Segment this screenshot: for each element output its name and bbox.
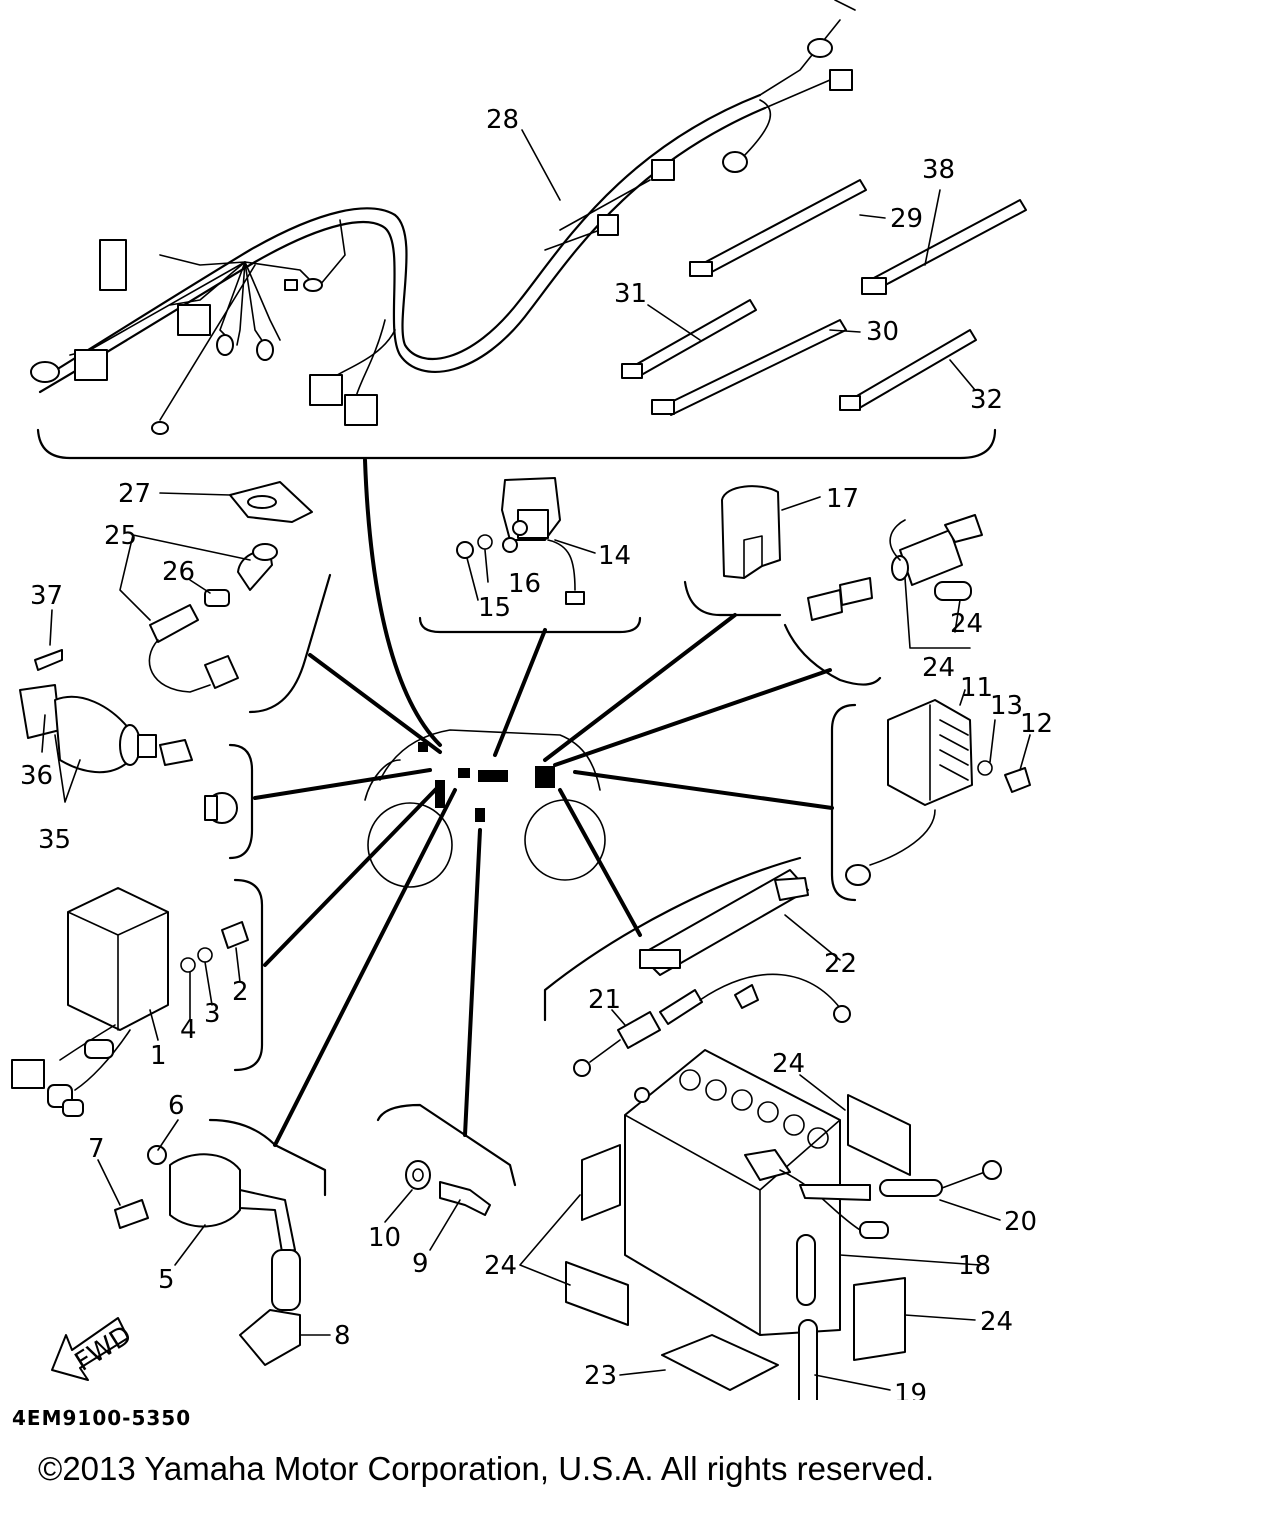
wire-harness xyxy=(30,0,856,435)
callout-37: 37 xyxy=(30,581,63,611)
callout-32: 30 xyxy=(866,317,899,347)
callout-15: 15 xyxy=(478,593,511,623)
part-fuse-lead xyxy=(573,973,851,1077)
part-rectifier-regulator xyxy=(845,699,1031,886)
callout-6: 6 xyxy=(168,1091,185,1121)
callout-14: 14 xyxy=(598,541,631,571)
part-speed-sensor-group xyxy=(148,481,313,693)
callout-30: 28 xyxy=(486,105,519,135)
fwd-arrow: FWD xyxy=(51,1317,137,1381)
callout-1: 1 xyxy=(150,1041,167,1071)
callout-20: 20 xyxy=(1004,1207,1037,1237)
callout-5: 5 xyxy=(158,1265,175,1295)
callout-12: 12 xyxy=(1020,709,1053,739)
callout-35: 35 xyxy=(38,825,71,855)
harness-bracket xyxy=(36,428,997,460)
callout-24-right: 24 xyxy=(980,1307,1013,1337)
callout-34: 32 xyxy=(970,385,1003,415)
part-relay-cover xyxy=(721,485,781,579)
callout-4: 4 xyxy=(180,1015,197,1045)
part-neutral-switch xyxy=(405,1160,491,1216)
part-battery-band xyxy=(639,869,809,976)
copyright-notice: ©2013 Yamaha Motor Corporation, U.S.A. A… xyxy=(38,1450,935,1487)
callout-18: 18 xyxy=(958,1251,991,1281)
group-brackets xyxy=(208,573,882,1197)
cable-ties xyxy=(621,179,1027,416)
callout-23: 23 xyxy=(584,1361,617,1391)
part-fuse-holder xyxy=(807,514,983,621)
callout-33: 31 xyxy=(614,279,647,309)
callout-10: 10 xyxy=(368,1223,401,1253)
callout-17: 17 xyxy=(826,484,859,514)
atv-outline xyxy=(364,729,606,888)
callout-8: 8 xyxy=(334,1321,351,1351)
callout-29: 27 xyxy=(118,479,151,509)
callout-24-top: 24 xyxy=(772,1049,805,1079)
callout-25: 24 xyxy=(922,653,955,683)
callout-11: 11 xyxy=(960,673,993,703)
callout-36: 36 xyxy=(20,761,53,791)
leader-lines xyxy=(253,458,834,1147)
part-starter-relay xyxy=(456,477,585,605)
callout-9: 9 xyxy=(412,1249,429,1279)
callout-26: 24 xyxy=(950,609,983,639)
callout-19: 19 xyxy=(894,1379,927,1400)
callout-31: 29 xyxy=(890,204,923,234)
callout-16: 16 xyxy=(508,569,541,599)
callout-leaders xyxy=(41,129,1031,1391)
part-battery xyxy=(624,1049,1002,1400)
electrical-parts-diagram: FWD xyxy=(11,0,1053,1400)
callout-2: 2 xyxy=(232,977,249,1007)
diagram-reference-code: 4EM9100-5350 xyxy=(12,1406,192,1430)
callout-38: 38 xyxy=(922,155,955,185)
battery-pads xyxy=(565,1094,911,1391)
callout-24-left: 24 xyxy=(484,1251,517,1281)
callout-7: 7 xyxy=(88,1134,105,1164)
callout-3: 3 xyxy=(204,999,221,1029)
part-switch-group xyxy=(19,649,238,824)
callout-21: 21 xyxy=(588,985,621,1015)
callout-labels: 28 38 29 31 30 32 27 25 26 37 36 35 14 1… xyxy=(20,105,1053,1400)
part-cdi-unit xyxy=(11,887,249,1117)
part-ignition-coil xyxy=(114,1145,301,1366)
callout-22: 22 xyxy=(824,949,857,979)
callout-27: 25 xyxy=(104,521,137,551)
callout-13: 13 xyxy=(990,691,1023,721)
callout-28: 26 xyxy=(162,557,195,587)
